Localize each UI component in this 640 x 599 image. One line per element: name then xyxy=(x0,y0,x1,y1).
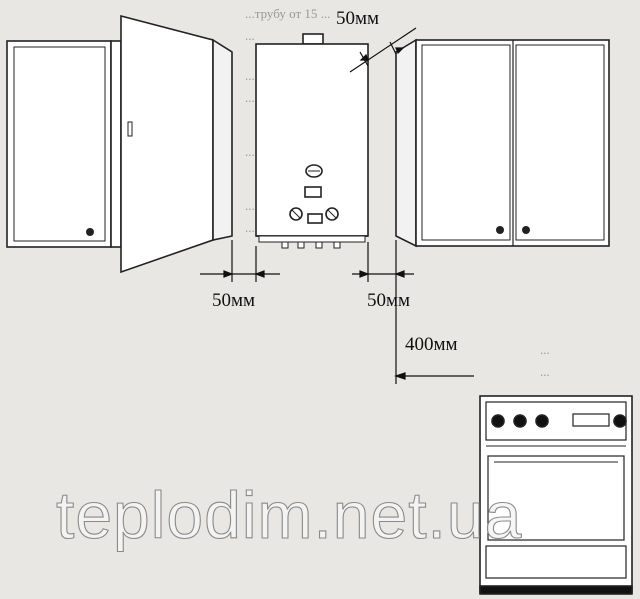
stove-display-icon xyxy=(572,413,610,427)
left-wall-cabinet xyxy=(6,40,122,248)
bg-text-line-8: ... xyxy=(540,342,550,357)
bg-text-line-6: ... xyxy=(245,198,255,213)
heater-window xyxy=(304,186,322,198)
cabinet-knob-icon xyxy=(86,228,94,236)
gas-stove xyxy=(479,395,633,595)
watermark: teplodim.net.ua xyxy=(56,478,522,552)
stove-knob-2-icon xyxy=(513,414,527,428)
stove-knob-1-icon xyxy=(491,414,505,428)
dimension-lines xyxy=(200,27,474,384)
background-text: ...трубу от 15 ... ... ... ... ... ... .… xyxy=(245,6,550,379)
oven-door xyxy=(487,455,625,541)
stove-drawer xyxy=(485,545,627,579)
bg-text-line-3: ... xyxy=(245,68,255,83)
left-cabinet-open-door xyxy=(120,14,233,274)
door-handle-icon xyxy=(127,121,133,137)
heater-switch-icon xyxy=(307,213,323,224)
dim-label-left: 50мм xyxy=(212,290,255,311)
bg-text-line-7: ... xyxy=(245,220,255,235)
dim-label-right: 50мм xyxy=(367,290,410,311)
flue-outlet xyxy=(302,33,324,45)
bg-text-line-5: ... xyxy=(245,144,255,159)
stove-knob-3-icon xyxy=(535,414,549,428)
stove-plinth xyxy=(479,585,633,595)
gas-water-heater xyxy=(255,33,369,249)
bg-text-line-1: ...трубу от 15 ... xyxy=(245,6,330,21)
cabinet-knob-right-icon xyxy=(522,226,530,234)
bg-text-line-4: ... xyxy=(245,90,255,105)
stove-knob-4-icon xyxy=(613,414,627,428)
dim-label-stove: 400мм xyxy=(405,334,458,355)
right-wall-cabinet xyxy=(395,38,610,248)
heater-body xyxy=(255,43,369,237)
dim-label-top: 50мм xyxy=(336,8,379,29)
bg-text-line-9: ... xyxy=(540,364,550,379)
cabinet-knob-left-icon xyxy=(496,226,504,234)
bg-text-line-2: ... xyxy=(245,28,255,43)
